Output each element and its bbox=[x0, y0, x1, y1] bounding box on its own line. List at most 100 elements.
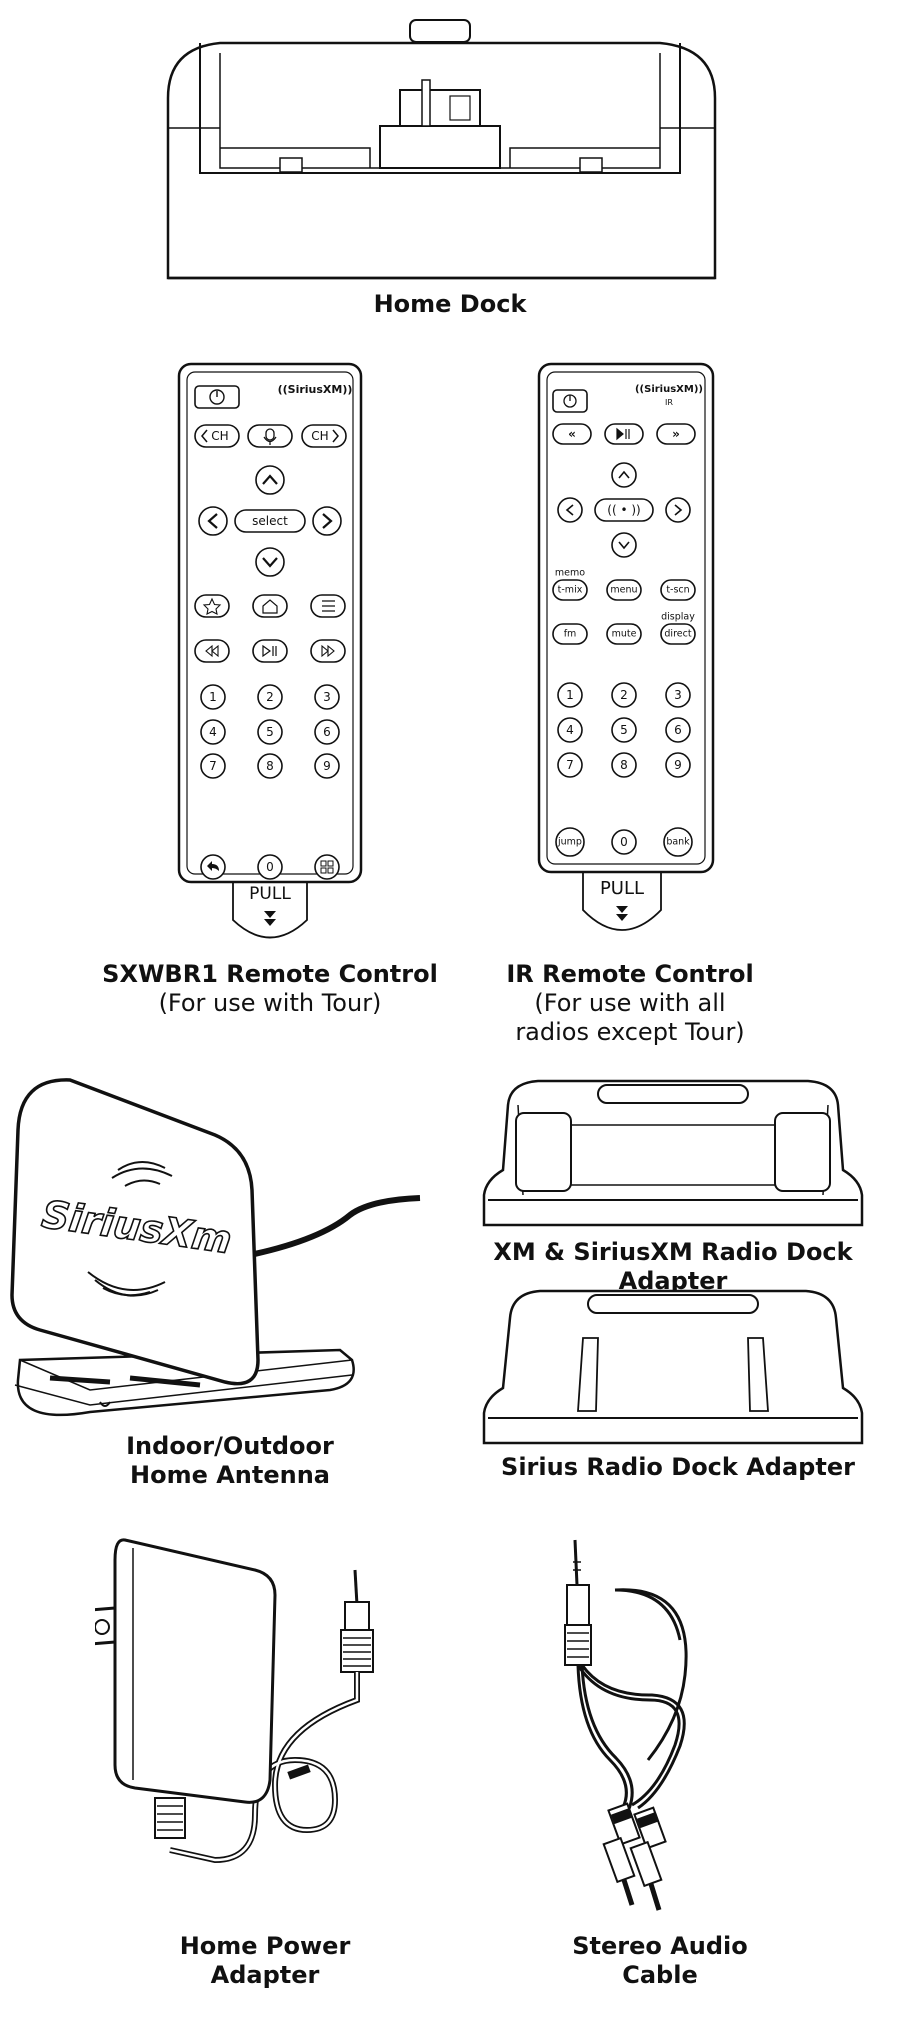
sxwbr1-right-button[interactable] bbox=[312, 506, 342, 536]
remote_sxwbr1-digit-label: 4 bbox=[209, 725, 217, 739]
remote_ir-digit-label: 4 bbox=[566, 723, 574, 737]
remote_sxwbr1-digit-button[interactable] bbox=[200, 684, 226, 710]
remote_sxwbr1-digit-button[interactable] bbox=[314, 719, 340, 745]
ir-tscn-label: t-scn bbox=[666, 585, 689, 596]
power-adapter-illustration bbox=[95, 1538, 374, 1864]
remote_sxwbr1-digit-label: 9 bbox=[323, 759, 331, 773]
audio-cable-caption: Stereo Audio Cable bbox=[520, 1932, 800, 1990]
ir-tscn-button[interactable] bbox=[660, 579, 696, 601]
ir-rewind-button[interactable] bbox=[552, 423, 592, 445]
ir-mute-button[interactable] bbox=[606, 623, 642, 645]
antenna-logo-waves bbox=[87, 1161, 173, 1297]
sxwbr1-pull-label: PULL bbox=[249, 884, 291, 904]
ir-direct-label: direct bbox=[664, 629, 691, 640]
ir-rewind-icon: « bbox=[568, 427, 576, 441]
remote_sxwbr1-digit-label: 5 bbox=[266, 725, 274, 739]
remote_ir-digit-label: 9 bbox=[674, 758, 682, 772]
sxwbr1-ch-right-button[interactable] bbox=[301, 424, 347, 448]
ir-left-button[interactable] bbox=[557, 497, 583, 523]
sxwbr1-up-button[interactable] bbox=[255, 465, 285, 495]
remote_sxwbr1-digit-button[interactable] bbox=[200, 719, 226, 745]
remote_ir-digit-button[interactable] bbox=[665, 717, 691, 743]
sxwbr1-brand-logo: ((SiriusXM)) bbox=[278, 383, 353, 396]
ir-play-pause-button[interactable] bbox=[604, 423, 644, 445]
remote_sxwbr1-digit-label: 6 bbox=[323, 725, 331, 739]
ir-pull-label: PULL bbox=[600, 878, 644, 899]
antenna-title-1: Indoor/Outdoor bbox=[126, 1432, 334, 1460]
sxwbr1-grid-button[interactable] bbox=[314, 854, 340, 880]
audio-cable-illustration bbox=[564, 1539, 688, 1911]
ir-right-button[interactable] bbox=[665, 497, 691, 523]
sxwbr1-home-button[interactable] bbox=[252, 594, 288, 618]
remote_ir-digit-button[interactable] bbox=[557, 717, 583, 743]
remote_sxwbr1-digit-button[interactable] bbox=[257, 684, 283, 710]
sxwbr1-ch-right-label: CH bbox=[311, 429, 328, 443]
remote_ir-digit-label: 7 bbox=[566, 758, 574, 772]
sxwbr1-voice-button[interactable] bbox=[247, 424, 293, 448]
antenna-caption: Indoor/Outdoor Home Antenna bbox=[60, 1432, 400, 1490]
remote_sxwbr1-digit-button[interactable] bbox=[257, 753, 283, 779]
remote_ir-digit-label: 1 bbox=[566, 688, 574, 702]
ir-subtitle-1: (For use with all bbox=[534, 989, 726, 1017]
remote_sxwbr1-digit-button[interactable] bbox=[314, 684, 340, 710]
sirius-adapter-label: Sirius Radio Dock Adapter bbox=[501, 1453, 855, 1481]
sirius-dock-adapter-illustration bbox=[482, 1289, 864, 1445]
sxwbr1-left-button[interactable] bbox=[198, 506, 228, 536]
sxwbr1-subtitle: (For use with Tour) bbox=[158, 989, 382, 1017]
sxwbr1-title: SXWBR1 Remote Control bbox=[102, 960, 438, 988]
ir-bank-button[interactable] bbox=[663, 827, 693, 857]
ir-title: IR Remote Control bbox=[506, 960, 754, 988]
sxwbr1-select-label: select bbox=[252, 514, 288, 528]
remote_sxwbr1-digit-label: 0 bbox=[266, 860, 274, 874]
remote_ir-digit-button[interactable] bbox=[611, 717, 637, 743]
xm-dock-adapter-illustration bbox=[482, 1079, 864, 1227]
home-dock-label: Home Dock bbox=[373, 290, 527, 318]
remote_sxwbr1-digit-button[interactable] bbox=[257, 719, 283, 745]
remote_ir-digit-button[interactable] bbox=[557, 752, 583, 778]
remote_sxwbr1-digit-label: 3 bbox=[323, 690, 331, 704]
ir-jump-label: jump bbox=[557, 837, 582, 848]
ir-jump-button[interactable] bbox=[555, 827, 585, 857]
remote_ir-digit-button[interactable] bbox=[557, 682, 583, 708]
remote_sxwbr1-digit-label: 8 bbox=[266, 759, 274, 773]
sirius-adapter-caption: Sirius Radio Dock Adapter bbox=[478, 1453, 878, 1482]
power-adapter-title-2: Adapter bbox=[210, 1961, 320, 1989]
remote_ir-digit-label: 3 bbox=[674, 688, 682, 702]
sxwbr1-favorite-button[interactable] bbox=[194, 594, 230, 618]
home-dock-caption: Home Dock bbox=[300, 290, 600, 319]
remote_ir-digit-button[interactable] bbox=[611, 682, 637, 708]
remote_sxwbr1-digit-button[interactable] bbox=[200, 753, 226, 779]
ir-fm-label: fm bbox=[564, 629, 577, 640]
ir-menu-label: menu bbox=[610, 585, 637, 596]
remote_ir-digit-button[interactable] bbox=[665, 752, 691, 778]
sxwbr1-down-button[interactable] bbox=[255, 547, 285, 577]
ir-select-button[interactable] bbox=[594, 498, 654, 522]
remote_sxwbr1-digit-label: 1 bbox=[209, 690, 217, 704]
ir-fast-forward-button[interactable] bbox=[656, 423, 696, 445]
antenna-illustration: SiriusXm bbox=[10, 1078, 421, 1417]
remote_sxwbr1-digit-button[interactable] bbox=[257, 854, 283, 880]
remote_sxwbr1-digit-label: 7 bbox=[209, 759, 217, 773]
audio-cable-title-2: Cable bbox=[622, 1961, 698, 1989]
power-adapter-title-1: Home Power bbox=[179, 1932, 351, 1960]
ir-menu-button[interactable] bbox=[606, 579, 642, 601]
ir-remote-illustration: PULL ((SiriusXM)) IR « » (( • )) memo t-… bbox=[537, 362, 715, 931]
ir-fm-button[interactable] bbox=[552, 623, 588, 645]
ir-tmix-button[interactable] bbox=[552, 579, 588, 601]
remote_ir-digit-button[interactable] bbox=[665, 682, 691, 708]
remote_ir-digit-button[interactable] bbox=[611, 752, 637, 778]
ir-down-button[interactable] bbox=[611, 532, 637, 558]
remote_ir-digit-label: 2 bbox=[620, 688, 628, 702]
ir-up-button[interactable] bbox=[611, 462, 637, 488]
ir-brand-logo: ((SiriusXM)) bbox=[635, 384, 703, 395]
remote_ir-digit-button[interactable] bbox=[611, 829, 637, 855]
audio-cable-title-1: Stereo Audio bbox=[572, 1932, 748, 1960]
home-dock-illustration bbox=[166, 19, 717, 280]
remote_sxwbr1-digit-button[interactable] bbox=[314, 753, 340, 779]
sxwbr1-caption: SXWBR1 Remote Control (For use with Tour… bbox=[100, 960, 440, 1018]
sxwbr1-select-button[interactable] bbox=[234, 509, 306, 533]
remote_sxwbr1-digit-label: 2 bbox=[266, 690, 274, 704]
ir-direct-button[interactable] bbox=[660, 623, 696, 645]
remote_ir-digit-label: 8 bbox=[620, 758, 628, 772]
